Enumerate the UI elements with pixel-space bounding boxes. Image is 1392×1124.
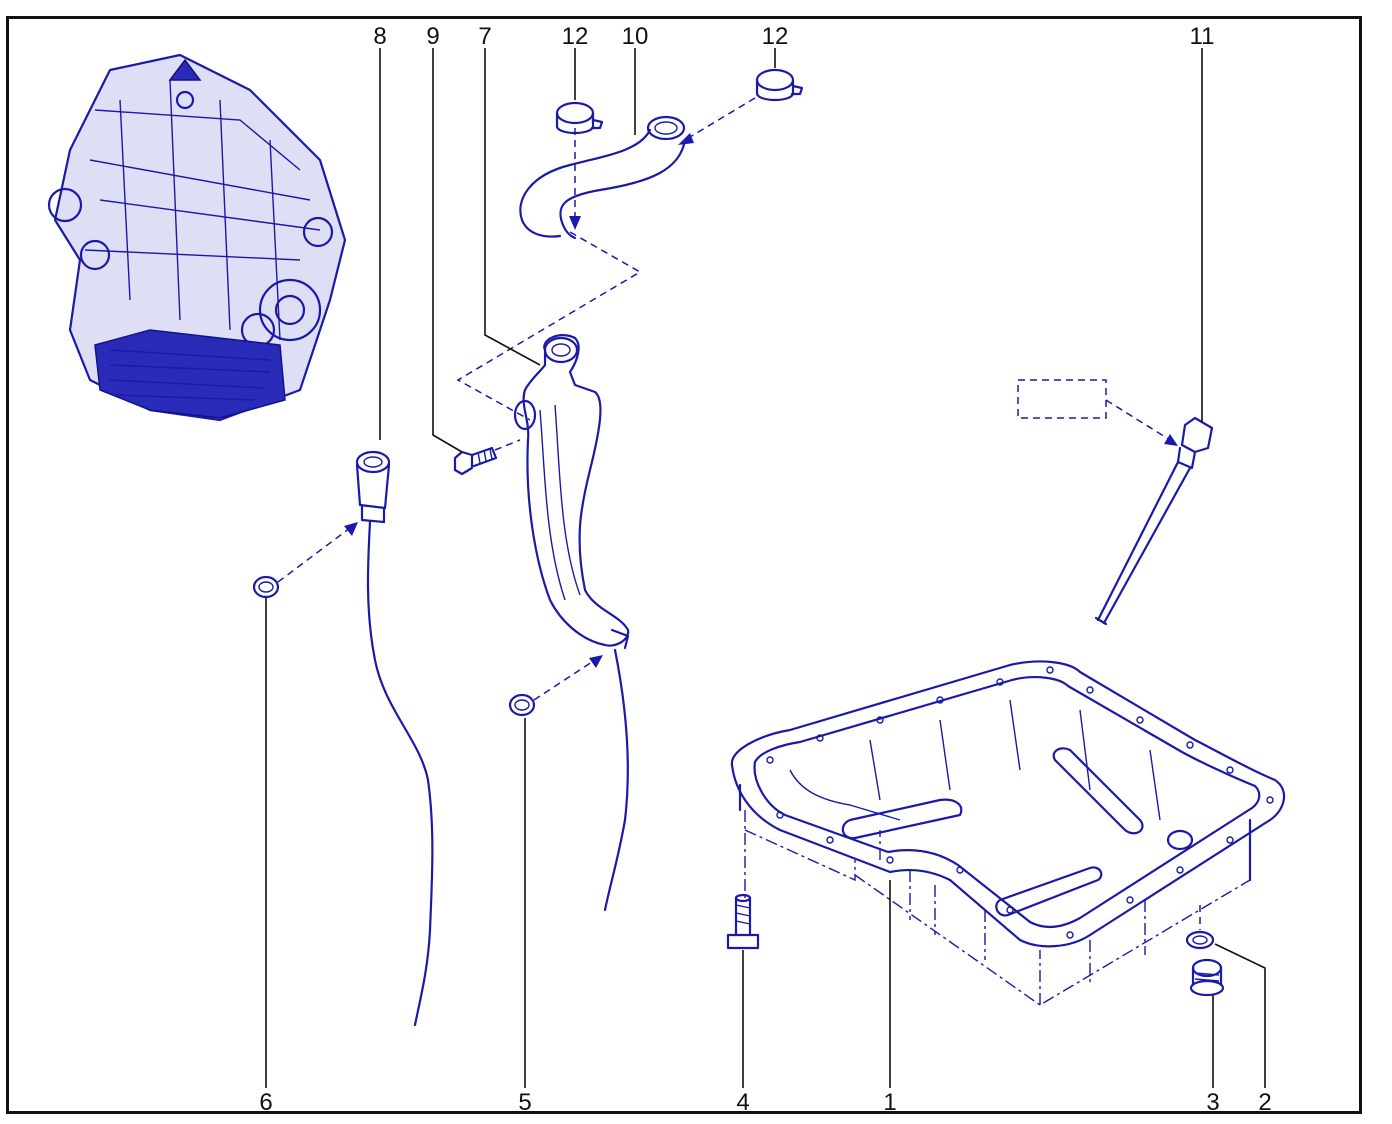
callout-1: 1 — [883, 1089, 896, 1116]
callout-12-right: 12 — [762, 23, 789, 50]
callout-12-left: 12 — [562, 23, 589, 50]
leader-lines — [265, 48, 1266, 1088]
part-12-clamp-right — [755, 68, 804, 102]
callout-2: 2 — [1258, 1089, 1271, 1116]
callout-10: 10 — [622, 23, 649, 50]
callout-5: 5 — [518, 1089, 531, 1116]
part-10-hose — [519, 115, 687, 240]
part-4-pan-bolt — [726, 893, 760, 950]
part-11-oil-level-sensor — [1094, 416, 1214, 626]
part-5-o-ring — [508, 693, 536, 717]
part-8-dipstick — [355, 450, 434, 1027]
callout-labels: 8 9 7 12 10 12 11 6 5 4 1 3 2 — [259, 23, 1271, 1116]
callout-9: 9 — [426, 23, 439, 50]
diagram-frame — [6, 16, 1362, 1114]
engine-thumbnail — [47, 53, 347, 422]
part-2-drain-washer — [1185, 930, 1215, 950]
callout-6: 6 — [259, 1089, 272, 1116]
sensor-connector-outline — [1017, 379, 1107, 419]
part-12-clamp-left — [555, 101, 604, 135]
part-7-filler-tube — [513, 333, 630, 650]
callout-11: 11 — [1190, 23, 1215, 50]
callout-3: 3 — [1206, 1089, 1219, 1116]
callout-7: 7 — [478, 23, 491, 50]
part-1-oil-pan — [730, 660, 1286, 1006]
assembly-arrows — [277, 97, 1201, 930]
callout-8: 8 — [373, 23, 386, 50]
tube-dipstick-rod — [603, 648, 629, 912]
callout-4: 4 — [736, 1089, 749, 1116]
part-3-drain-plug — [1189, 958, 1225, 997]
part-6-o-ring — [252, 575, 280, 599]
